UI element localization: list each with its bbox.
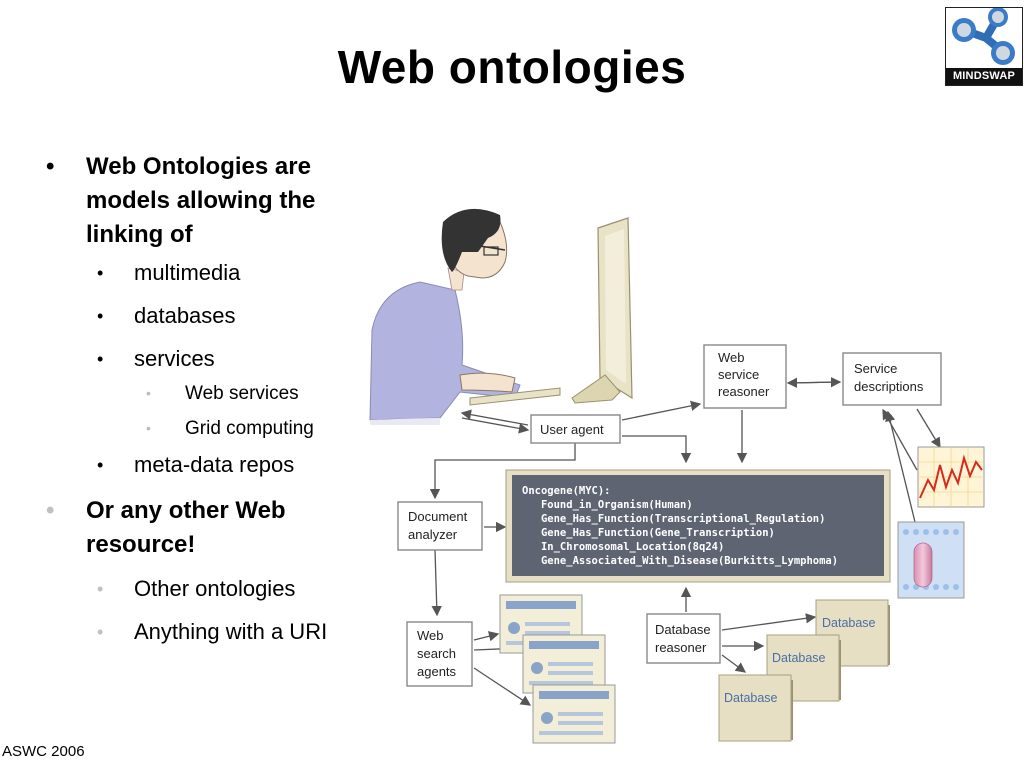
ontology-code-panel: Oncogene(MYC): Found_in_Organism(Human) … (505, 469, 891, 583)
database-label: Database (724, 691, 778, 705)
bullet-list: •Web Ontologies are models allowing the … (40, 150, 370, 649)
web-page-icon (522, 634, 606, 694)
box-label: User agent (540, 422, 604, 437)
bullet-text: Web Ontologies are models allowing the l… (86, 153, 316, 248)
bullet-text: Anything with a URI (134, 619, 328, 644)
box-document-analyzer: Document analyzer (397, 501, 483, 551)
sub-bullet-services: •services (97, 346, 215, 371)
web-page-thumbnails (499, 594, 616, 744)
bullet-other-web-resource: •Or any other Web resource! (46, 497, 286, 558)
person-at-computer-illustration (369, 208, 633, 425)
bullet-text: Other ontologies (134, 576, 296, 601)
box-label: Web (417, 628, 444, 643)
bullet-web-ontologies: •Web Ontologies are models allowing the … (46, 153, 316, 248)
sub-bullet-other-ontologies: •Other ontologies (97, 576, 296, 601)
box-label: Database (655, 622, 711, 637)
box-label: analyzer (408, 527, 458, 542)
cell-membrane-thumbnail (897, 521, 965, 599)
box-label: agents (417, 664, 457, 679)
box-label: search (417, 646, 456, 661)
sub-bullet-anything-uri: •Anything with a URI (97, 619, 328, 644)
box-web-service-reasoner: Web service reasoner (703, 344, 787, 409)
box-service-descriptions: Service descriptions (842, 352, 942, 406)
sub-sub-bullet-web-services: •Web services (146, 383, 299, 404)
code-line: In_Chromosomal_Location(8q24) (522, 541, 724, 553)
box-label: reasoner (718, 384, 770, 399)
box-label: Document (408, 509, 468, 524)
connector-arrows (429, 376, 941, 706)
database-label: Database (772, 651, 826, 665)
bullet-text: Web services (185, 383, 299, 404)
box-label: service (718, 367, 759, 382)
box-database-reasoner: Database reasoner (646, 613, 721, 664)
bullet-text: databases (134, 303, 236, 328)
web-page-icon (532, 684, 616, 744)
code-line: Gene_Has_Function(Transcriptional_Regula… (522, 513, 825, 525)
footer-text: ASWC 2006 (2, 743, 85, 760)
database-label: Database (822, 616, 876, 630)
code-line: Gene_Has_Function(Gene_Transcription) (522, 527, 775, 539)
bullet-text: meta-data repos (134, 452, 295, 477)
box-user-agent: User agent (530, 414, 621, 444)
database-icon: Database (718, 674, 793, 742)
logo-wordmark: MINDSWAP (946, 68, 1022, 85)
bullet-text: Grid computing (185, 418, 314, 439)
bullet-text: multimedia (134, 260, 241, 285)
sub-bullet-multimedia: •multimedia (97, 260, 241, 285)
code-line: Oncogene(MYC): (522, 485, 611, 497)
box-label: reasoner (655, 640, 707, 655)
sub-bullet-meta-data-repos: •meta-data repos (97, 452, 295, 477)
slide-title: Web ontologies (337, 41, 687, 93)
box-label: descriptions (854, 379, 924, 394)
brain-network-icon (952, 8, 1015, 65)
database-stack: Database Database Database (718, 599, 890, 742)
box-label: Web (718, 350, 745, 365)
bullet-text: Or any other Web resource! (86, 497, 286, 558)
mindswap-logo: MINDSWAP (945, 7, 1023, 86)
line-chart-thumbnail (917, 446, 985, 508)
box-web-search-agents: Web search agents (406, 621, 473, 687)
bullet-text: services (134, 346, 215, 371)
box-label: Service (854, 361, 897, 376)
sub-bullet-databases: •databases (97, 303, 236, 328)
code-line: Found_in_Organism(Human) (522, 499, 693, 511)
code-line: Gene_Associated_With_Disease(Burkitts_Ly… (522, 555, 838, 567)
sub-sub-bullet-grid-computing: •Grid computing (146, 418, 314, 439)
